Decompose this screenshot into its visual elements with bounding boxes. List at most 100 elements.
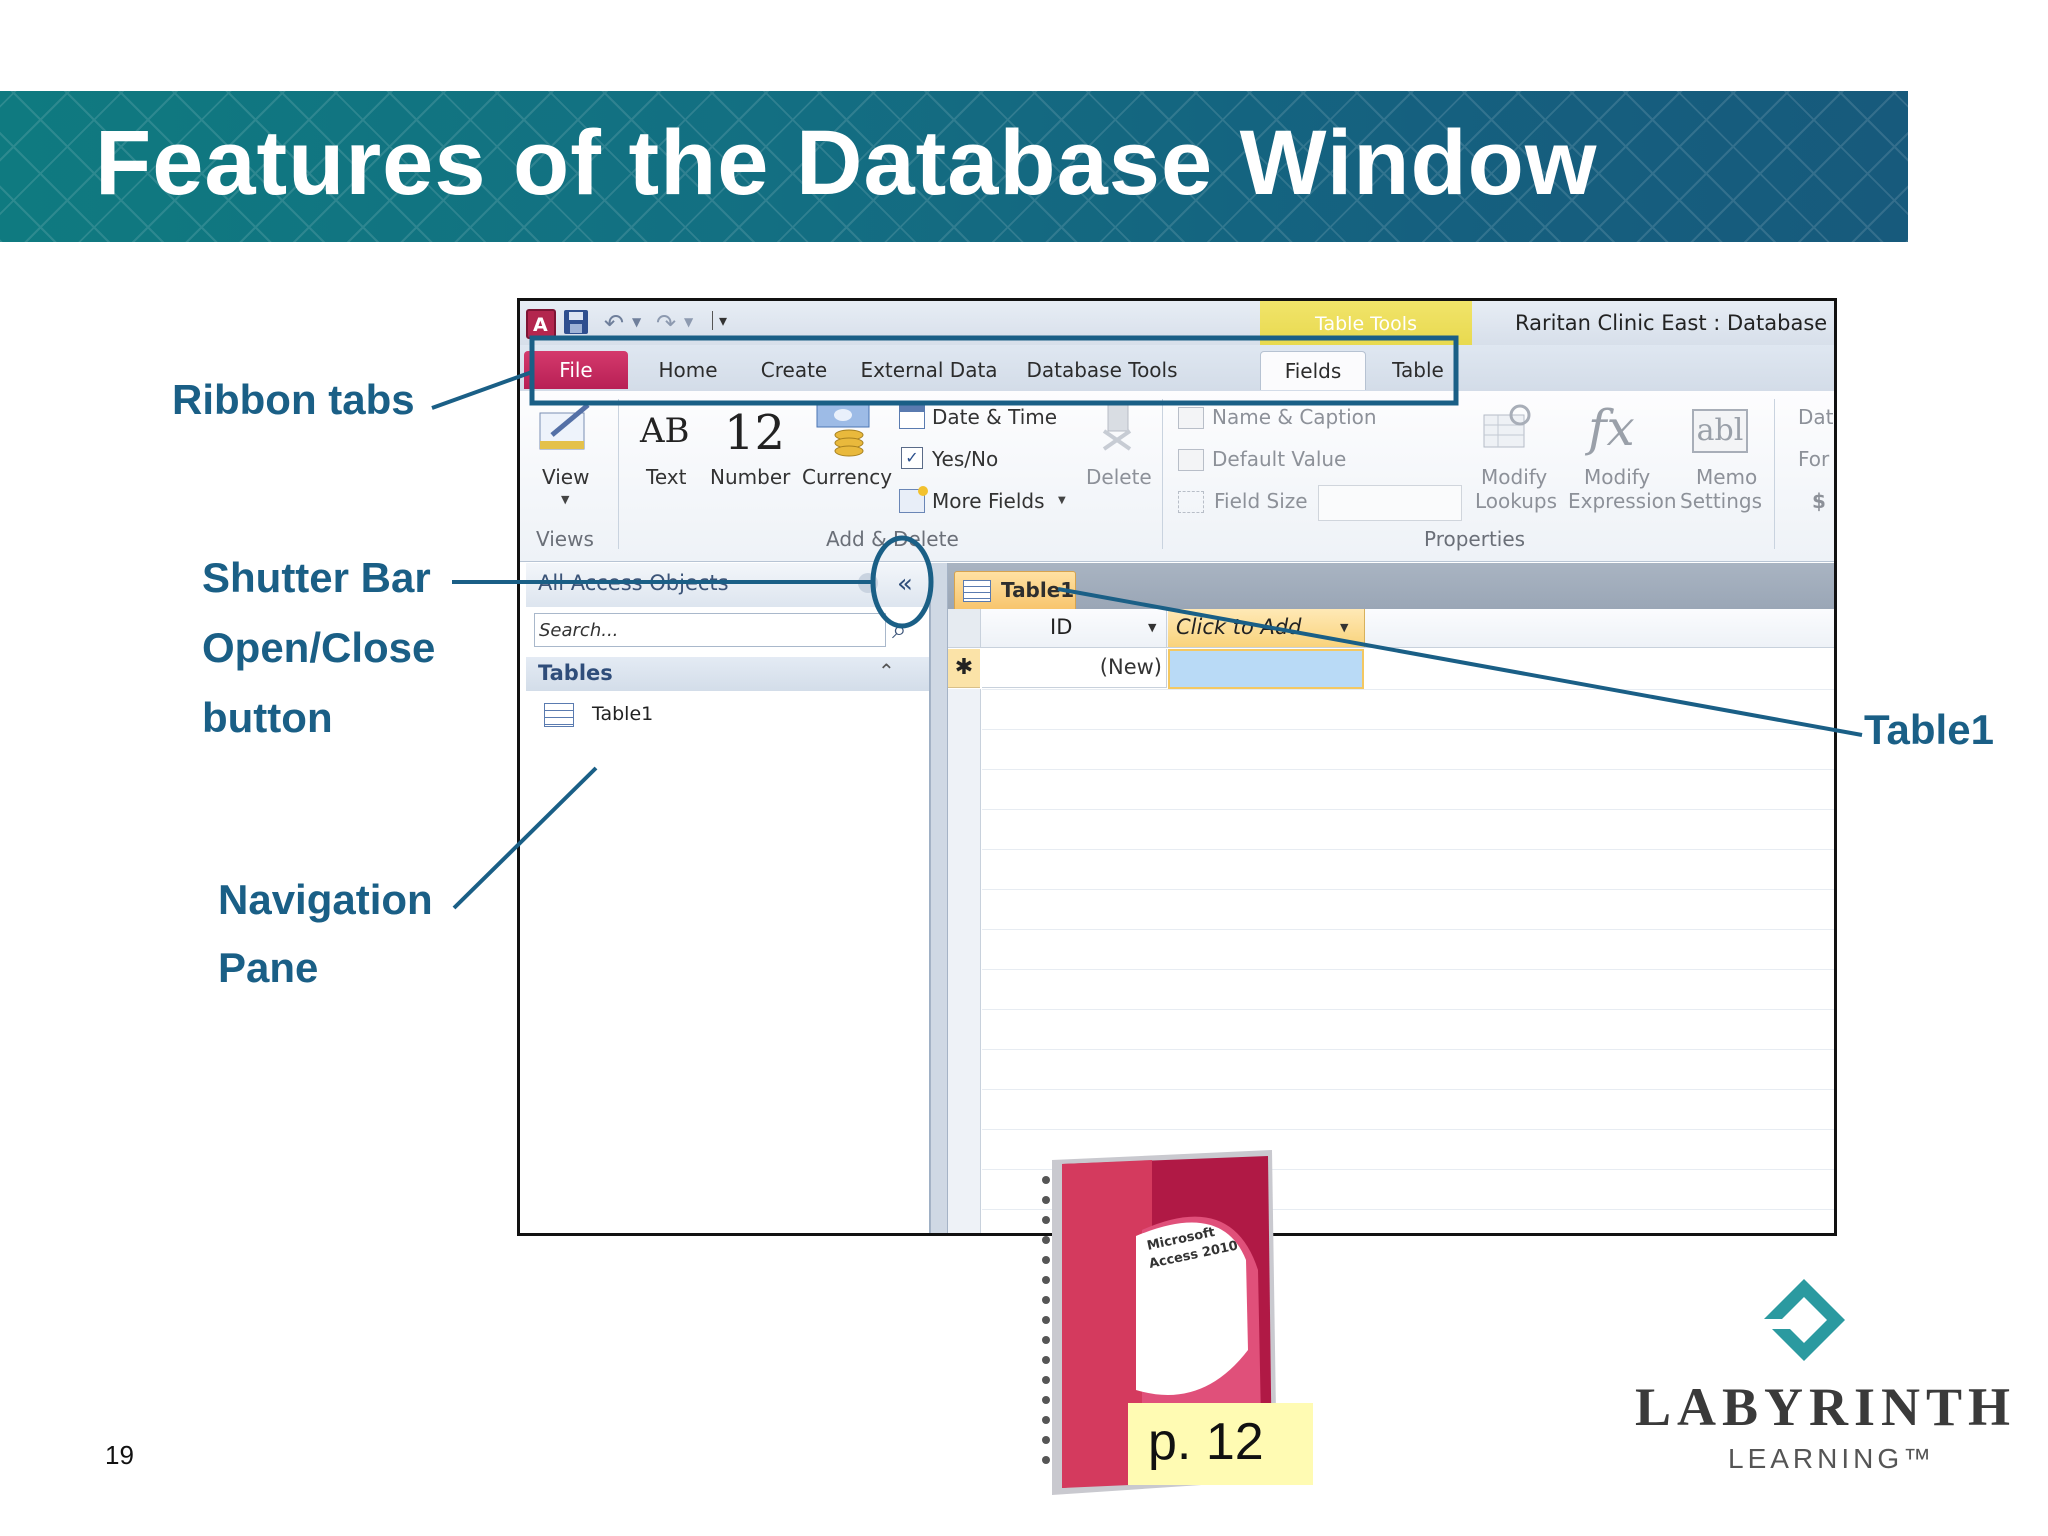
fx-icon: fx [1588,399,1635,457]
callout-pane: Pane [218,944,319,991]
document-tab-table1[interactable]: Table1 [954,571,1076,610]
name-caption-icon [1178,407,1204,429]
data-type-label: Dat [1798,405,1834,429]
tab-create[interactable]: Create [760,358,828,382]
shutter-bar-close-button[interactable]: « [897,569,913,599]
tab-external-data[interactable]: External Data [860,358,998,382]
group-properties: Properties [1424,527,1526,551]
document-tab-label: Table1 [1001,578,1075,602]
modify-lookups-button[interactable]: Modify [1481,465,1548,489]
shutter-bar[interactable] [930,563,948,1233]
nav-search-input[interactable]: Search... [534,613,886,647]
row-selector[interactable]: ✱ [948,649,980,688]
number-field-icon: 12 [724,405,786,461]
field-size-icon [1178,491,1204,513]
new-record-id-cell[interactable]: (New) [982,649,1167,688]
callout-ribbon-tabs: Ribbon tabs [172,376,415,423]
tab-fields[interactable]: Fields [1260,351,1366,390]
view-dropdown-icon[interactable]: ▼ [561,493,570,506]
tab-file[interactable]: File [524,351,628,389]
undo-dropdown-icon[interactable]: ▼ [632,315,642,329]
yes-no-button[interactable]: Yes/No [932,447,999,471]
search-icon[interactable]: ⌕ [892,615,907,645]
field-size-input[interactable] [1318,485,1462,521]
undo-icon[interactable]: ↶ [604,309,625,337]
logo-name: LABYRINTH [1635,1377,2017,1437]
view-button[interactable]: View [542,465,590,489]
ribbon: View ▼ Views AB Text 12 Number Currency … [520,391,1834,562]
slide-title: Features of the Database Window [95,112,1598,214]
modify-expression-button[interactable]: Modify [1584,465,1651,489]
callout-shutter-bar: Shutter Bar [202,554,431,601]
customize-qat-icon[interactable]: ▾ [712,311,727,330]
more-fields-button[interactable]: More Fields [932,489,1045,513]
collapse-group-icon[interactable]: ⌃ [878,659,895,683]
column-header-row: ID ▼ Click to Add ▼ [948,609,1834,648]
modify-lookups-icon [1480,401,1536,457]
title-banner: Features of the Database Window [0,91,1908,242]
currency-format-button[interactable]: $ [1812,489,1826,513]
row-selector-column [948,689,981,1233]
access-window-screenshot: A ↶ ▼ ↷ ▼ ▾ Raritan Clinic East : Databa… [517,298,1837,1236]
delete-button[interactable]: Delete [1086,465,1152,489]
more-fields-icon [899,486,928,513]
nav-group-label: Tables [538,661,613,685]
modify-lookups-label-2: Lookups [1475,489,1558,513]
column-header-label: Click to Add [1176,615,1302,639]
document-tab-bar [948,563,1834,609]
callout-navigation: Navigation [218,876,433,923]
tab-home[interactable]: Home [658,358,718,382]
nav-pane-menu-icon[interactable] [858,573,878,593]
page-reference: p. 12 [1148,1413,1264,1471]
number-field-button[interactable]: Number [710,465,791,489]
slide-number: 19 [105,1440,134,1470]
logo-subtitle: LEARNING™ [1728,1443,1936,1474]
currency-icon [815,401,871,457]
save-icon[interactable] [564,310,588,334]
column-header-click-to-add[interactable]: Click to Add ▼ [1168,609,1365,647]
nav-group-tables[interactable]: Tables ⌃ [526,657,929,691]
tab-table[interactable]: Table [1392,358,1444,382]
labyrinth-logo-icon [1759,1275,1849,1365]
tab-database-tools[interactable]: Database Tools [1026,358,1178,382]
navigation-pane: All Access Objects Search... ⌕ Tables ⌃ … [526,563,930,1233]
memo-settings-button[interactable]: Memo [1696,465,1758,489]
page-reference-box [1128,1403,1313,1485]
default-value-icon [1178,449,1204,471]
date-time-button[interactable]: Date & Time [932,405,1058,429]
datasheet-area: Table1 ID ▼ Click to Add ▼ ✱ (New) [948,563,1834,1233]
view-icon [538,401,594,453]
add-field-dropdown-icon[interactable]: ▼ [1340,621,1349,634]
calendar-icon [899,405,925,429]
table-tools-label: Table Tools [1315,313,1417,335]
table-icon [963,580,991,602]
currency-field-button[interactable]: Currency [802,465,893,489]
nav-pane-header[interactable]: All Access Objects [526,563,929,607]
new-record-id-value: (New) [1099,655,1162,679]
default-value-button[interactable]: Default Value [1212,447,1347,471]
redo-icon[interactable]: ↷ [656,309,677,337]
nav-item-table1[interactable]: Table1 [540,701,840,733]
memo-icon: abl [1692,409,1748,453]
select-all-corner[interactable] [948,609,981,647]
name-caption-button[interactable]: Name & Caption [1212,405,1377,429]
more-fields-dropdown-icon[interactable]: ▼ [1058,495,1066,506]
window-title: Raritan Clinic East : Database (A [1515,311,1837,335]
column-header-id[interactable]: ID ▼ [982,609,1167,647]
new-record-add-cell[interactable] [1168,649,1364,689]
access-logo-icon: A [526,309,556,339]
new-record-marker: ✱ [954,655,974,680]
delete-icon [1100,403,1136,451]
text-field-button[interactable]: Text [646,465,687,489]
sort-dropdown-icon[interactable]: ▼ [1148,621,1157,634]
field-size-label: Field Size [1214,489,1308,513]
redo-dropdown-icon[interactable]: ▼ [684,315,694,329]
modify-expression-label-2: Expression [1568,489,1677,513]
checkbox-icon: ✓ [901,447,923,469]
nav-item-label: Table1 [592,703,654,725]
nav-pane-title: All Access Objects [538,571,729,595]
memo-settings-label-2: Settings [1680,489,1763,513]
callout-shutter-button: button [202,694,333,741]
table-icon [544,703,574,727]
callout-shutter-open-close: Open/Close [202,624,436,671]
